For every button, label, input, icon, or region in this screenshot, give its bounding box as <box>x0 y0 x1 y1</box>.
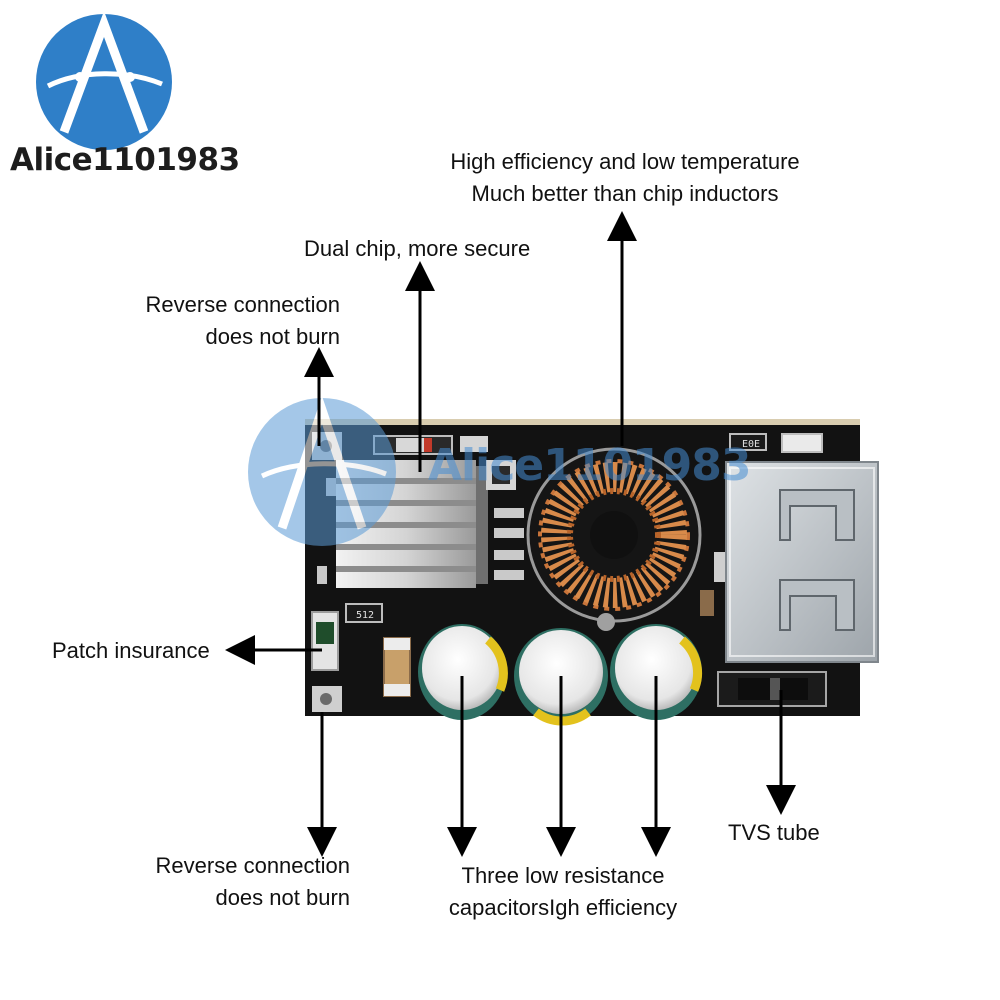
electrolytic-capacitor-3 <box>610 624 702 720</box>
callout-capacitors: Three low resistance capacitorsIgh effic… <box>420 860 706 924</box>
ceramic-capacitor <box>383 637 411 697</box>
callout-reverse-top: Reverse connection does not burn <box>110 289 340 353</box>
tvs-diode <box>717 671 827 707</box>
callout-reverse-bottom-line2: does not burn <box>215 885 350 910</box>
electrolytic-capacitor-2 <box>514 628 608 726</box>
callout-reverse-top-line2: does not burn <box>205 324 340 349</box>
brand-logo-icon <box>36 11 172 150</box>
callout-patch: Patch insurance <box>52 635 210 667</box>
watermark-text: Alice1101983 <box>428 440 751 491</box>
callout-capacitors-line2: capacitorsIgh efficiency <box>448 895 678 920</box>
callout-dual-chip-line1: Dual chip, more secure <box>304 236 531 261</box>
smd-components: 512 E0E <box>317 433 823 623</box>
callout-inductor: High efficiency and low temperature Much… <box>420 146 830 210</box>
callout-reverse-bottom-line1: Reverse connection <box>155 853 350 878</box>
callout-tvs-line1: TVS tube <box>728 820 820 845</box>
callout-capacitors-line1: Three low resistance <box>461 863 665 888</box>
callout-tvs: TVS tube <box>728 817 820 849</box>
patch-fuse <box>311 611 339 671</box>
watermark-logo-icon <box>248 395 396 546</box>
brand-name: Alice1101983 <box>10 142 240 178</box>
callout-dual-chip: Dual chip, more secure <box>304 233 530 265</box>
callout-reverse-top-line1: Reverse connection <box>145 292 340 317</box>
callout-inductor-line1: High efficiency and low temperature <box>450 149 800 174</box>
callout-reverse-bottom: Reverse connection does not burn <box>110 850 350 914</box>
usb-port <box>725 461 879 663</box>
fuse-code: E0E <box>742 439 760 450</box>
resistor-code: 512 <box>356 610 374 621</box>
diode <box>373 435 453 455</box>
electrolytic-capacitor-1 <box>418 624 508 720</box>
callout-patch-line1: Patch insurance <box>52 638 210 663</box>
toroid-inductor <box>526 447 702 631</box>
callout-arrows <box>225 211 796 857</box>
callout-inductor-line2: Much better than chip inductors <box>471 181 779 206</box>
